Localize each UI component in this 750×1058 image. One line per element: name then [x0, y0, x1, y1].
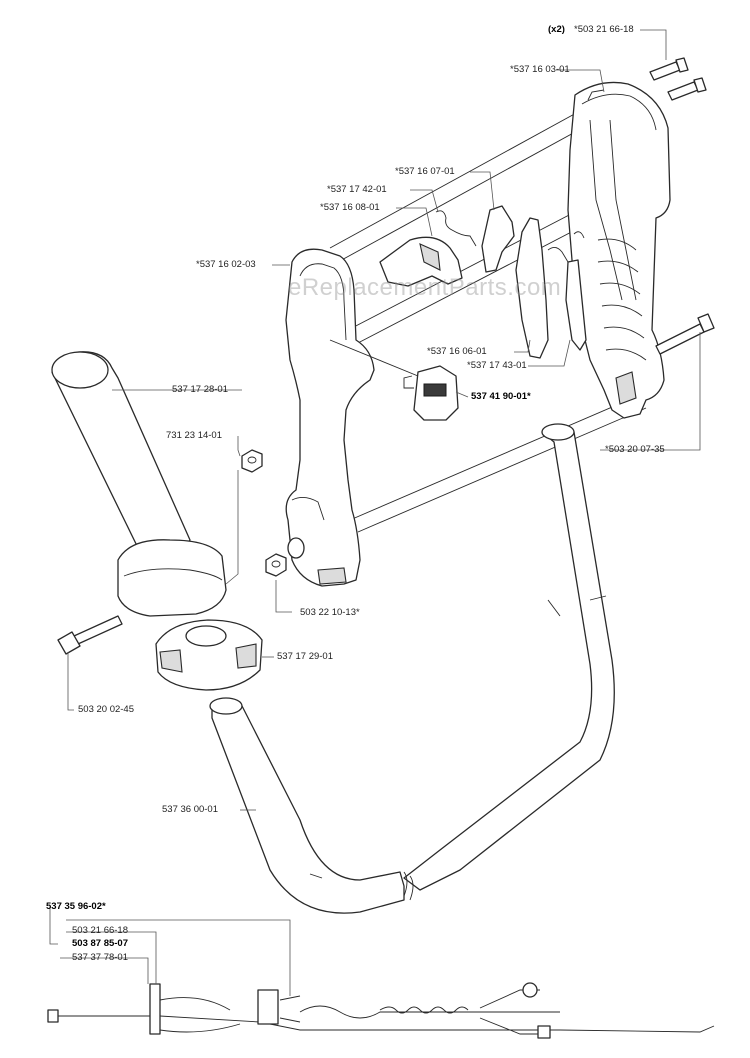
throttle-cable — [47, 982, 715, 1039]
label-cable-kit: 537 35 96-02* — [46, 901, 106, 912]
label-part-160801: *537 16 08-01 — [320, 202, 380, 213]
trigger-parts — [379, 205, 587, 359]
label-cable-screw: 503 21 66-18 — [72, 925, 128, 936]
watermark: eReplacementParts.com — [288, 274, 562, 301]
left-bolt — [57, 615, 123, 655]
handle-frame — [329, 99, 647, 533]
label-clamp: 537 17 29-01 — [277, 651, 333, 662]
label-screw-right: *503 20 07-35 — [605, 444, 665, 455]
small-nut — [241, 449, 263, 473]
label-grip: 537 17 28-01 — [172, 384, 228, 395]
label-nut-small: 731 23 14-01 — [166, 430, 222, 441]
center-nut — [265, 553, 287, 577]
label-screw-top-qty: (x2) — [548, 24, 565, 35]
label-handlebar: 537 36 00-01 — [162, 804, 218, 815]
label-part-174301: *537 17 43-01 — [467, 360, 527, 371]
label-cable-part: 503 87 85-07 — [72, 938, 128, 949]
grip-tube — [51, 351, 227, 617]
handlebar-tubes — [209, 423, 615, 914]
label-screw-left: 503 20 02-45 — [78, 704, 134, 715]
top-screws — [649, 57, 707, 101]
label-handle-cover: *537 16 03-01 — [510, 64, 570, 75]
label-part-160601: *537 16 06-01 — [427, 346, 487, 357]
clamp-part — [155, 619, 263, 691]
label-part-160701: *537 16 07-01 — [395, 166, 455, 177]
handle-cover-right — [567, 81, 671, 419]
label-screw-top: *503 21 66-18 — [574, 24, 634, 35]
label-cable-part2: 537 37 78-01 — [72, 952, 128, 963]
label-part-174201: *537 17 42-01 — [327, 184, 387, 195]
label-handle-housing: *537 16 02-03 — [196, 259, 256, 270]
leader-lines — [49, 29, 701, 996]
handle-housing-left — [285, 248, 375, 587]
right-screw — [655, 313, 715, 355]
label-switch: 537 41 90-01* — [471, 391, 531, 402]
label-nut-center: 503 22 10-13* — [300, 607, 360, 618]
switch-part — [329, 339, 459, 421]
